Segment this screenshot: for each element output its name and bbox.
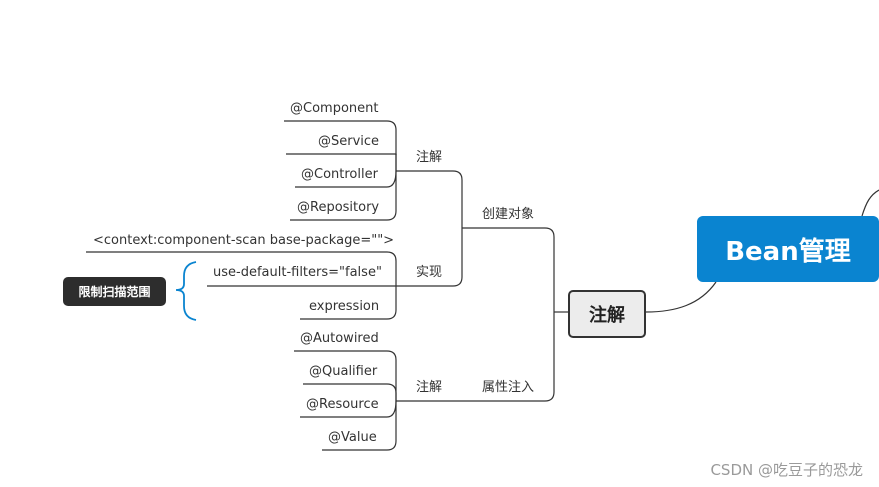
branch-property-injection[interactable]: 属性注入 bbox=[482, 380, 535, 395]
group-create-annotation[interactable]: 注解 bbox=[416, 150, 443, 165]
connector-repository bbox=[290, 171, 397, 221]
connector-root-top bbox=[861, 189, 879, 217]
leaf-resource[interactable]: @Resource bbox=[306, 397, 379, 412]
leaf-value[interactable]: @Value bbox=[328, 430, 377, 445]
connector-expression bbox=[300, 286, 397, 320]
root-node[interactable]: Bean管理 bbox=[697, 216, 879, 282]
side-note-bracket bbox=[175, 261, 197, 321]
group-create-implementation[interactable]: 实现 bbox=[416, 265, 443, 280]
connector-root-topic bbox=[645, 281, 717, 313]
group-inject-annotation[interactable]: 注解 bbox=[416, 380, 443, 395]
connector-value bbox=[322, 401, 397, 451]
watermark: CSDN @吃豆子的恐龙 bbox=[710, 461, 863, 479]
connector-autowired bbox=[294, 350, 397, 401]
connector-branch-inject bbox=[396, 312, 555, 402]
connector-create-up bbox=[396, 170, 463, 228]
side-note-tag[interactable]: 限制扫描范围 bbox=[63, 277, 166, 306]
leaf-component[interactable]: @Component bbox=[290, 101, 379, 116]
connector-component bbox=[284, 120, 397, 171]
topic-label: 注解 bbox=[589, 305, 625, 326]
root-label: Bean管理 bbox=[725, 236, 851, 267]
topic-node[interactable]: 注解 bbox=[568, 290, 646, 338]
connector-branch-create bbox=[462, 227, 555, 312]
connector-qualifier bbox=[303, 383, 397, 401]
connector-create-down bbox=[396, 228, 463, 287]
leaf-repository[interactable]: @Repository bbox=[297, 200, 380, 215]
leaf-qualifier[interactable]: @Qualifier bbox=[309, 364, 378, 379]
leaf-controller[interactable]: @Controller bbox=[301, 167, 378, 182]
connector-context-scan bbox=[86, 251, 397, 286]
side-note-label: 限制扫描范围 bbox=[78, 285, 151, 299]
connector-service bbox=[286, 153, 397, 156]
leaf-service[interactable]: @Service bbox=[318, 134, 380, 149]
leaf-expression[interactable]: expression bbox=[309, 299, 380, 314]
leaf-context-scan[interactable]: <context:component-scan base-package=""> bbox=[93, 233, 395, 248]
leaf-default-filters[interactable]: use-default-filters="false" bbox=[213, 265, 382, 280]
leaf-autowired[interactable]: @Autowired bbox=[300, 331, 379, 346]
branch-create-object[interactable]: 创建对象 bbox=[482, 207, 535, 222]
